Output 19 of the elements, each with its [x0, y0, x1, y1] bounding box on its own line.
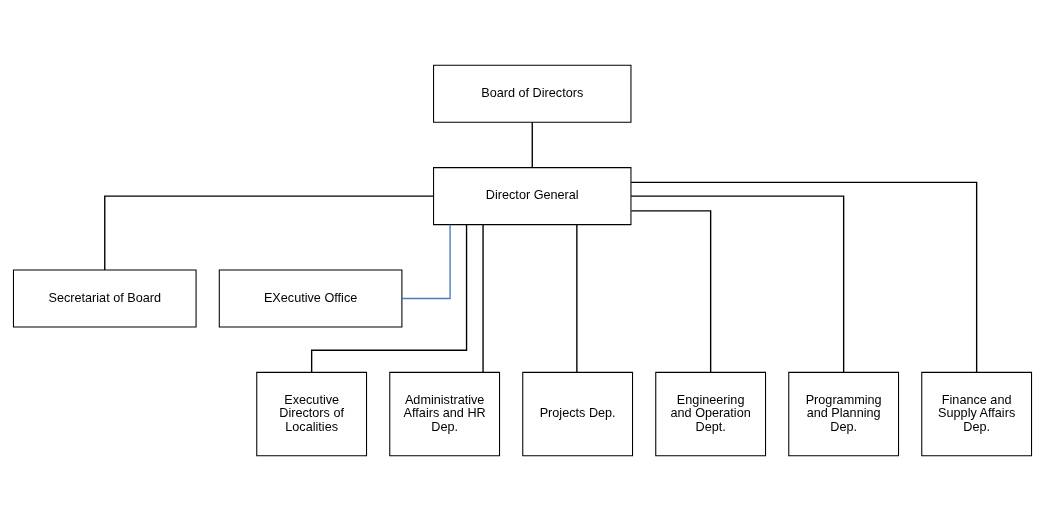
- connector: [576, 224, 578, 373]
- connector: [310, 224, 468, 373]
- node-box: Board of Directors: [433, 64, 632, 123]
- connector: [104, 195, 435, 271]
- connector: [630, 210, 712, 373]
- node-box: Engineering and Operation Dept.: [655, 371, 767, 457]
- node-box: Projects Dep.: [522, 371, 634, 457]
- connector: [401, 223, 451, 300]
- connector: [482, 224, 484, 373]
- connector: [630, 181, 978, 373]
- connector: [531, 121, 533, 169]
- node-box: EXecutive Office: [218, 269, 403, 328]
- node-box: Director General: [433, 167, 632, 226]
- node-box: Programming and Planning Dep.: [788, 371, 900, 457]
- node-box: Administrative Affairs and HR Dep.: [389, 371, 501, 457]
- node-box: Finance and Supply Affairs Dep.: [921, 371, 1033, 457]
- node-box: Secretariat of Board: [12, 269, 197, 328]
- connector: [630, 195, 845, 373]
- node-box: Executive Directors of Localities: [256, 371, 368, 457]
